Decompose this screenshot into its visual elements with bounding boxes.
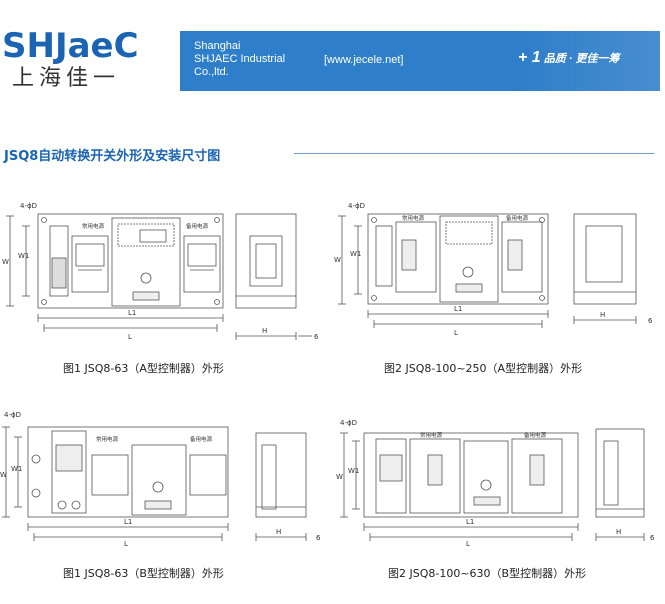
logo-latin-text: SHJaeC (2, 26, 139, 66)
company-logo: SHJaeC 上海佳一 (2, 28, 170, 94)
standby-power-label: 备用电源 (506, 214, 529, 222)
common-power-label: 常用电源 (82, 222, 105, 230)
standby-power-label: 备用电源 (524, 431, 547, 439)
dim-w1: W1 (18, 252, 29, 260)
dim-w: W (334, 256, 341, 264)
figure-2-drawing: 4-ϕD W W1 L1 L H 6 常用电源 备用电源 (334, 202, 653, 337)
hole-label: 4-ϕD (20, 202, 37, 210)
figure-caption: 图2 JSQ8-100~250（A型控制器）外形 (384, 362, 583, 375)
dim-six: 6 (648, 317, 653, 325)
slogan-text: 品质 · 更佳一筹 (543, 53, 620, 65)
dim-w: W (2, 258, 9, 266)
dim-six: 6 (316, 534, 321, 542)
figure-caption: 图2 JSQ8-100~630（B型控制器）外形 (388, 567, 587, 580)
hole-label: 4-ϕD (340, 419, 357, 427)
figure-4-drawing: 4-ϕD W W1 L1 L H 6 常用电源 备用电源 (336, 419, 655, 548)
figure-1-drawing: 4-ϕD W W1 L1 L H 6 常用电源 备用电源 (2, 202, 319, 341)
dim-w: W (336, 473, 343, 481)
dim-w1: W1 (350, 250, 361, 258)
figure-caption: 图1 JSQ8-63（A型控制器）外形 (63, 362, 224, 375)
dim-six: 6 (314, 333, 319, 341)
dim-h: H (600, 311, 605, 319)
dim-l1: L1 (454, 305, 462, 313)
header-banner: Shanghai SHJAEC Industrial Co.,ltd. [www… (180, 31, 660, 91)
dim-l: L (124, 540, 128, 548)
dim-l1: L1 (466, 518, 474, 526)
common-power-label: 常用电源 (96, 435, 119, 443)
figure-3-drawing: 4-ϕD W W1 L1 L H 6 常用电源 备用电源 (0, 411, 321, 548)
common-power-label: 常用电源 (420, 431, 443, 439)
dim-w: W (0, 471, 7, 479)
company-line: Shanghai (194, 40, 241, 52)
dim-h: H (616, 528, 621, 536)
title-divider (294, 153, 654, 154)
dim-h: H (276, 528, 281, 536)
common-power-label: 常用电源 (402, 214, 425, 222)
section-title: JSQ8自动转换开关外形及安装尺寸图 (4, 149, 221, 164)
dim-w1: W1 (11, 465, 22, 473)
dim-six: 6 (650, 534, 655, 542)
hole-label: 4-ϕD (4, 411, 21, 419)
logo-chinese-text: 上海佳一 (12, 66, 121, 91)
company-line: Co.,ltd. (194, 66, 229, 78)
dim-l: L (128, 333, 132, 341)
website-link[interactable]: [www.jecele.net] (324, 54, 404, 66)
slogan-prefix: + 1 (518, 49, 541, 66)
dim-l: L (454, 329, 458, 337)
hole-label: 4-ϕD (348, 202, 365, 210)
slogan: + 1 品质 · 更佳一筹 (518, 49, 620, 66)
standby-power-label: 备用电源 (186, 222, 209, 230)
dim-l1: L1 (124, 518, 132, 526)
standby-power-label: 备用电源 (190, 435, 213, 443)
figure-caption: 图1 JSQ8-63（B型控制器）外形 (63, 567, 224, 580)
dim-h: H (262, 327, 267, 335)
company-name: Shanghai SHJAEC Industrial Co.,ltd. (194, 40, 285, 79)
dim-w1: W1 (348, 467, 359, 475)
dim-l1: L1 (128, 309, 136, 317)
company-line: SHJAEC Industrial (194, 53, 286, 65)
dim-l: L (466, 540, 470, 548)
